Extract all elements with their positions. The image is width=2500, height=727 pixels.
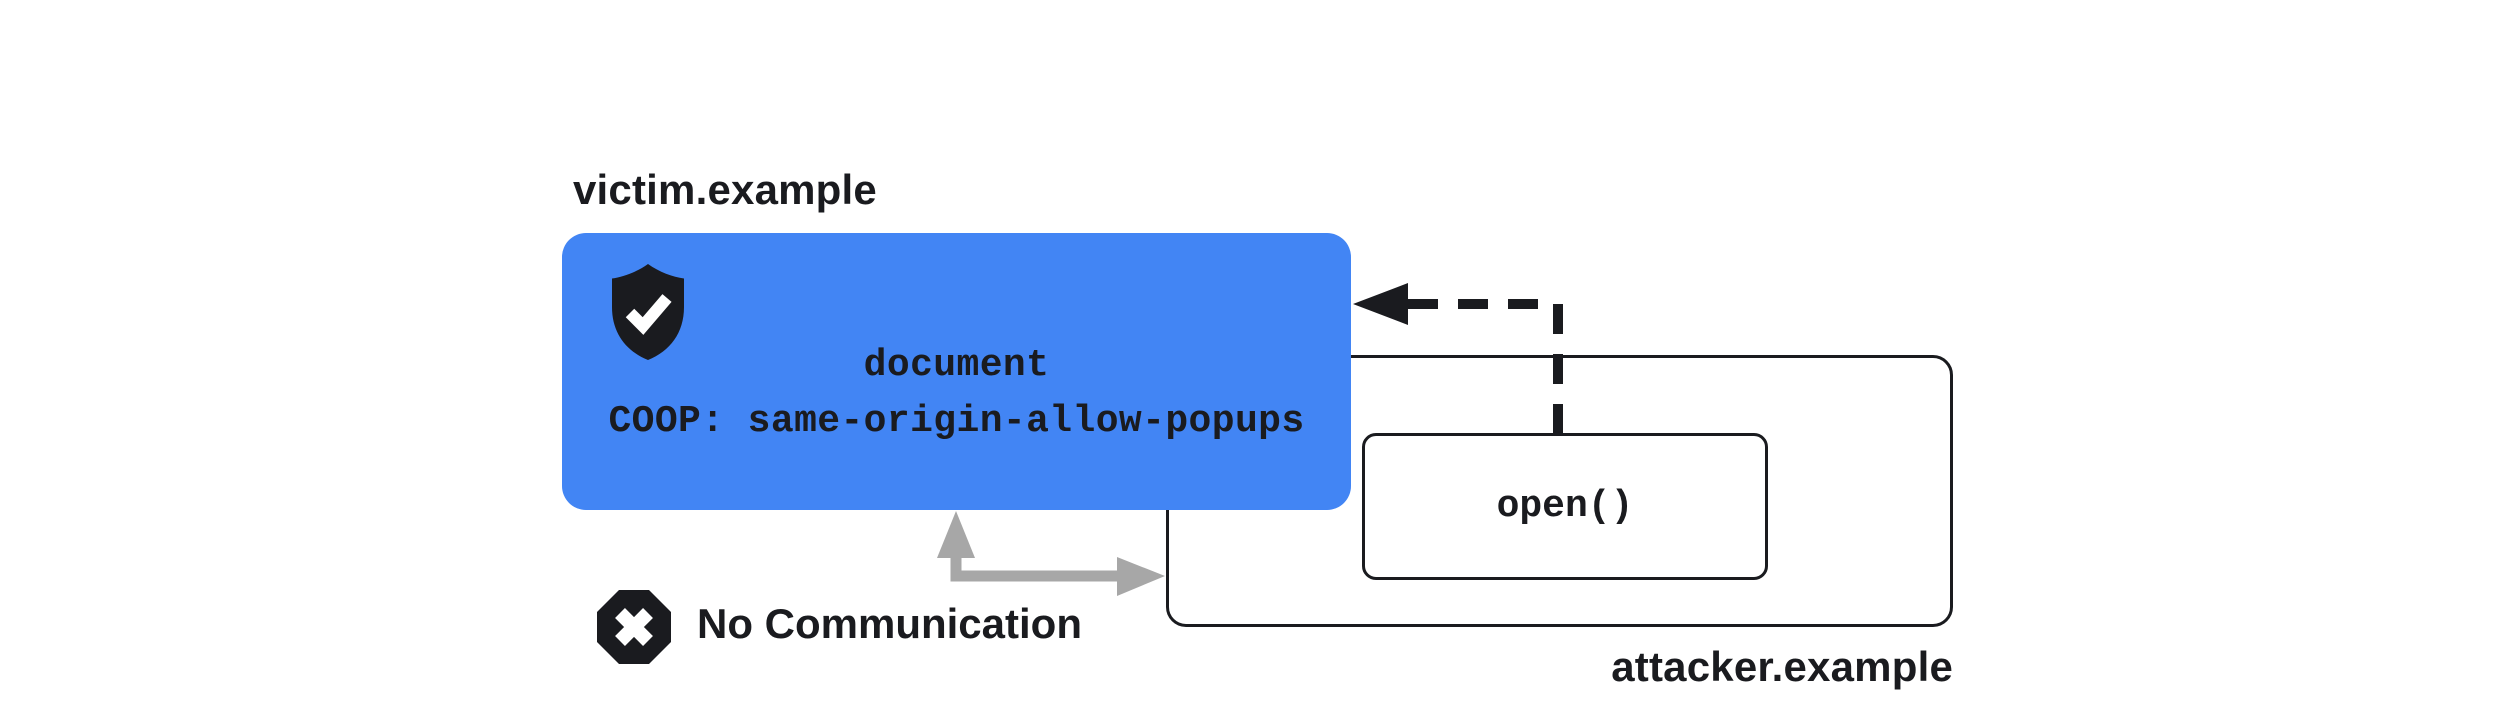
open-call-box: open() (1362, 433, 1768, 580)
no-communication-arrow (937, 511, 1165, 596)
coop-header-label: COOP: same-origin-allow-popups (608, 400, 1305, 443)
shield-check-icon (612, 264, 684, 360)
open-call-label: open() (1496, 485, 1634, 528)
victim-domain-label: victim.example (573, 166, 877, 213)
x-octagon-icon (597, 590, 671, 664)
attacker-domain-label: attacker.example (1611, 643, 1953, 690)
document-label: document (863, 344, 1050, 387)
no-communication-label: No Communication (697, 600, 1082, 647)
victim-document-box: document COOP: same-origin-allow-popups (562, 233, 1351, 510)
